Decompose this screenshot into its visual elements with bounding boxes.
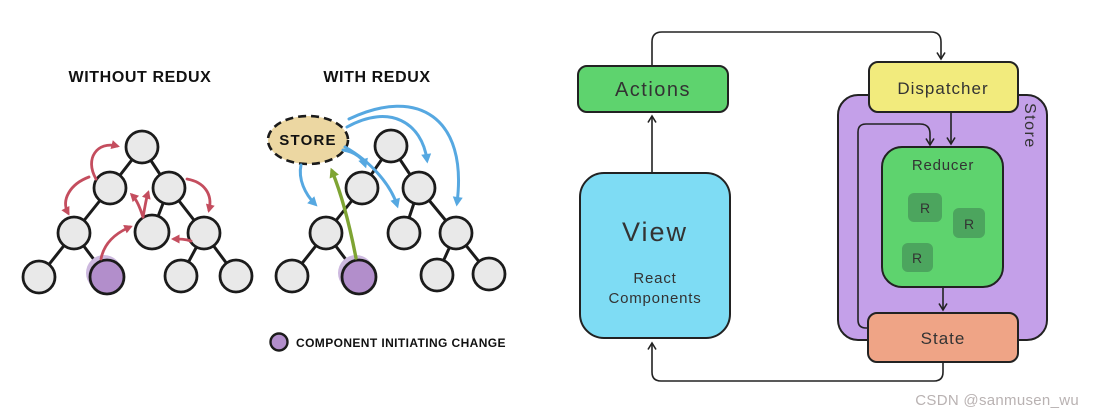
legend: COMPONENT INITIATING CHANGE bbox=[269, 332, 506, 352]
tree-node bbox=[274, 258, 310, 294]
state-label: State bbox=[921, 329, 966, 348]
flow-arrows bbox=[647, 31, 956, 382]
tree-node bbox=[438, 215, 474, 251]
reducer-r-box bbox=[902, 243, 933, 272]
legend-purple-dot bbox=[269, 332, 289, 352]
actions-label: Actions bbox=[615, 79, 691, 101]
view-sublabel-components: Components bbox=[608, 290, 701, 307]
dispatcher-label: Dispatcher bbox=[897, 79, 988, 98]
component-initiating-change-node bbox=[88, 258, 126, 296]
store-ellipse-label: STORE bbox=[279, 132, 336, 149]
tree-node bbox=[56, 215, 92, 251]
store-container-label: Store bbox=[1021, 103, 1038, 149]
reducer-r-label: R bbox=[964, 216, 974, 232]
component-initiating-change-node bbox=[340, 258, 378, 296]
dispatch-to-store-arrow bbox=[329, 167, 358, 260]
store-subscription-arrows bbox=[298, 104, 463, 209]
without-redux-tree-nodes bbox=[21, 129, 254, 296]
actions-box bbox=[577, 65, 729, 113]
state-to-view-arrow bbox=[647, 341, 944, 382]
tree-node bbox=[133, 213, 171, 251]
tree-node bbox=[186, 215, 222, 251]
reducer-r-label: R bbox=[920, 200, 930, 216]
without-redux-title: WITHOUT REDUX bbox=[69, 69, 212, 86]
tree-node bbox=[92, 170, 128, 206]
tree-node bbox=[151, 170, 187, 206]
reducer-r-box bbox=[953, 208, 985, 238]
tree-node bbox=[21, 259, 57, 295]
tree-node bbox=[308, 215, 344, 251]
actions-to-dispatcher-arrow bbox=[651, 31, 946, 66]
tree-node bbox=[163, 258, 199, 294]
view-label: View bbox=[622, 217, 688, 247]
with-redux-title: WITH REDUX bbox=[323, 69, 430, 86]
legend-label: COMPONENT INITIATING CHANGE bbox=[296, 336, 506, 350]
tree-node bbox=[401, 170, 437, 206]
view-sublabel-react: React bbox=[633, 270, 676, 287]
tree-node bbox=[373, 128, 409, 164]
reducer-r-box bbox=[908, 193, 942, 222]
watermark: CSDN @sanmusen_wu bbox=[915, 392, 1079, 409]
dispatcher-box bbox=[868, 61, 1019, 113]
store-ellipse bbox=[266, 114, 350, 166]
reducer-r-label: R bbox=[912, 250, 922, 266]
redux-flow-diagram: Dispatcher Reducer R R R State Store Act… bbox=[577, 31, 1048, 382]
state-to-reducer-arrow bbox=[857, 123, 935, 329]
with-redux-tree-nodes bbox=[274, 128, 507, 296]
tree-node bbox=[344, 170, 380, 206]
tree-node bbox=[124, 129, 160, 165]
tree-node bbox=[471, 256, 507, 292]
tree-node bbox=[218, 258, 254, 294]
view-box bbox=[579, 172, 731, 339]
tree-node bbox=[386, 215, 422, 251]
reducer-label: Reducer bbox=[912, 157, 974, 174]
tree-node bbox=[419, 257, 455, 293]
redux-trees-diagram: WITHOUT REDUX WITH REDUX bbox=[21, 69, 507, 352]
reducer-r-boxes: R R R bbox=[902, 193, 985, 272]
with-redux-tree-edges bbox=[290, 144, 491, 279]
prop-drilling-arrows bbox=[61, 140, 215, 261]
